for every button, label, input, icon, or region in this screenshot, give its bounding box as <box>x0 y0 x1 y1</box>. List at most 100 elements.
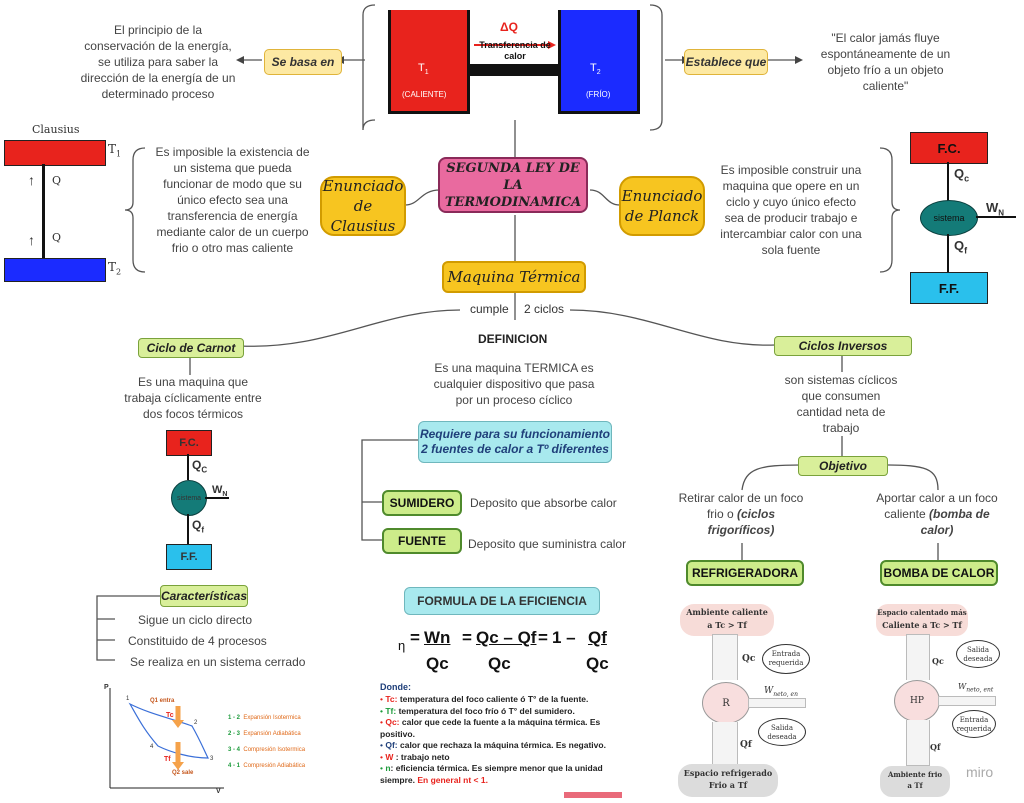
clausius-q-top: Q <box>52 174 62 187</box>
pv-point-3: 3 <box>210 756 214 762</box>
def-qc: • Qc: calor que cede la fuente a la máqu… <box>380 717 601 739</box>
eq-1: = <box>410 628 420 647</box>
planck-qf: Qf <box>954 238 968 256</box>
planck-arrow-down-2 <box>947 234 949 272</box>
bc-salida: Salida deseada <box>956 640 1000 668</box>
objetivo-tag: Objetivo <box>798 456 888 476</box>
cold-reservoir <box>558 10 640 114</box>
qc-qf-numerator: Qc – Qf <box>476 628 537 647</box>
def-wn: • W : trabajo neto <box>380 751 450 762</box>
def-tc: • Tc: temperatura del foco caliente ó T°… <box>380 694 589 704</box>
eta-symbol: η <box>398 638 406 653</box>
pv-plot <box>109 688 224 789</box>
ciclos-label: 2 ciclos <box>520 302 569 316</box>
caracteristica-1: Sigue un ciclo directo <box>138 613 253 627</box>
transfer-arrow <box>470 38 558 52</box>
planck-sistema: sistema <box>920 200 978 236</box>
pv-point-4: 4 <box>150 744 154 750</box>
planck-wn: WN <box>986 200 1005 218</box>
bc-w-arrow <box>938 696 996 706</box>
transfer-label: Transferencia de calor <box>479 40 551 61</box>
qc-denominator-2: Qc <box>488 654 511 673</box>
ref-w-arrow <box>748 698 806 708</box>
ref-up-arrow-bottom <box>712 722 738 768</box>
ref-qf: Qf <box>740 740 752 750</box>
carnot-qf: Qf <box>192 518 205 535</box>
planck-ff: F.F. <box>910 272 988 304</box>
bc-qf: Qf <box>930 742 941 752</box>
se-basa-en-tag: Se basa en <box>264 49 342 75</box>
carnot-ff: F.F. <box>166 544 212 570</box>
carnot-text: Es una maquina que trabaja cíclicamente … <box>124 375 262 421</box>
pv-point-2: 2 <box>194 720 198 726</box>
def-qf: • Qf: calor que rechaza la máquina térmi… <box>380 740 606 750</box>
pv-p-label: P <box>104 684 109 691</box>
bc-w: Wneto, ent <box>958 682 994 694</box>
definicion-title: DEFINICION <box>478 332 548 346</box>
ciclos-inversos-tag: Ciclos Inversos <box>774 336 912 356</box>
def-eta: • n: eficiencia térmica. Es siempre meno… <box>380 763 603 785</box>
carnot-qc: QC <box>192 458 208 475</box>
one-minus: 1 – <box>552 628 576 647</box>
conservation-text: El principio de la conservación de la en… <box>80 23 236 101</box>
carnot-tag: Ciclo de Carnot <box>138 338 244 358</box>
formula-block: η = Wn Qc = Qc – Qf Qc = 1 – Qf Qc <box>392 622 632 678</box>
carnot-fc: F.C. <box>166 430 212 456</box>
bomba-calor-tag: BOMBA DE CALOR <box>880 560 998 586</box>
clausius-hot-bar <box>4 140 106 166</box>
establece-que-tag: Establece que <box>684 49 768 75</box>
planck-diagram: F.C. Qc sistema WN Qf F.F. <box>900 128 1024 308</box>
t1-label: T1 <box>418 62 429 77</box>
clausius-up-arrow-icon-2: ↑ <box>28 232 35 248</box>
definicion-text: Es una maquina TERMICA es cualquier disp… <box>433 361 595 407</box>
pv-v-label: V <box>216 788 221 795</box>
formula-title: FORMULA DE LA EFICIENCIA <box>404 587 600 615</box>
donde-label: Donde: <box>380 682 411 692</box>
sumidero-tag: SUMIDERO <box>382 490 462 516</box>
pv-legend: 1 - 2 Expansión Isotermica 2 - 3 Expansi… <box>228 710 305 774</box>
t2-caption: (FRÍO) <box>586 90 611 99</box>
cumple-label: cumple <box>466 302 513 316</box>
carnot-w-line <box>205 497 229 499</box>
carnot-wn: WN <box>212 484 228 499</box>
clausius-t2: T2 <box>108 260 122 277</box>
planck-qc: Qc <box>954 166 970 184</box>
caracteristica-3: Se realiza en un sistema cerrado <box>130 655 306 669</box>
highlight-strip <box>564 792 622 798</box>
delta-q-label: ΔQ <box>500 20 518 34</box>
ref-w: Wneto, en <box>764 686 798 698</box>
planck-tag: Enunciado de Planck <box>619 176 705 236</box>
planck-fc: F.C. <box>910 132 988 164</box>
legend-row-2: 2 - 3 Expansión Adiabática <box>228 731 301 737</box>
inversos-text: son sistemas cíclicos que consumen canti… <box>784 373 898 435</box>
eq-2: = <box>462 628 472 647</box>
requiere-box: Requiere para su funcionamiento 2 fuente… <box>418 421 612 463</box>
fuente-text: Deposito que suministra calor <box>468 537 627 551</box>
pv-tf: Tf <box>164 756 171 763</box>
pv-tc: Tc <box>166 712 174 719</box>
maquina-termica-tag: Maquina Térmica <box>442 261 586 293</box>
hot-reservoir <box>388 10 470 114</box>
pv-point-1: 1 <box>126 696 130 702</box>
ref-machine: R <box>702 682 750 724</box>
bc-entrada: Entrada requerida <box>952 710 996 738</box>
formula-definitions: • Tc: temperatura del foco caliente ó T°… <box>380 694 632 786</box>
planck-w-line <box>976 216 1016 218</box>
planck-text: Es imposible construir una maquina que o… <box>720 163 862 257</box>
qc-denominator-3: Qc <box>586 654 609 673</box>
fuente-tag: FUENTE <box>382 528 462 554</box>
qf-numerator: Qf <box>588 628 607 647</box>
clausius-diagram: Clausius T1 ↑ Q ↑ Q T2 <box>0 120 130 285</box>
carnot-line-2 <box>187 514 189 544</box>
wn-numerator: Wn <box>424 628 451 647</box>
bc-qc: Qc <box>932 656 944 666</box>
heat-transfer-diagram: ΔQ Transferencia de calor T1 (CALIENTE) … <box>388 10 640 120</box>
retirar-text: Retirar calor de un foco frio o (ciclos … <box>678 491 804 537</box>
miro-watermark: miro <box>966 764 994 780</box>
